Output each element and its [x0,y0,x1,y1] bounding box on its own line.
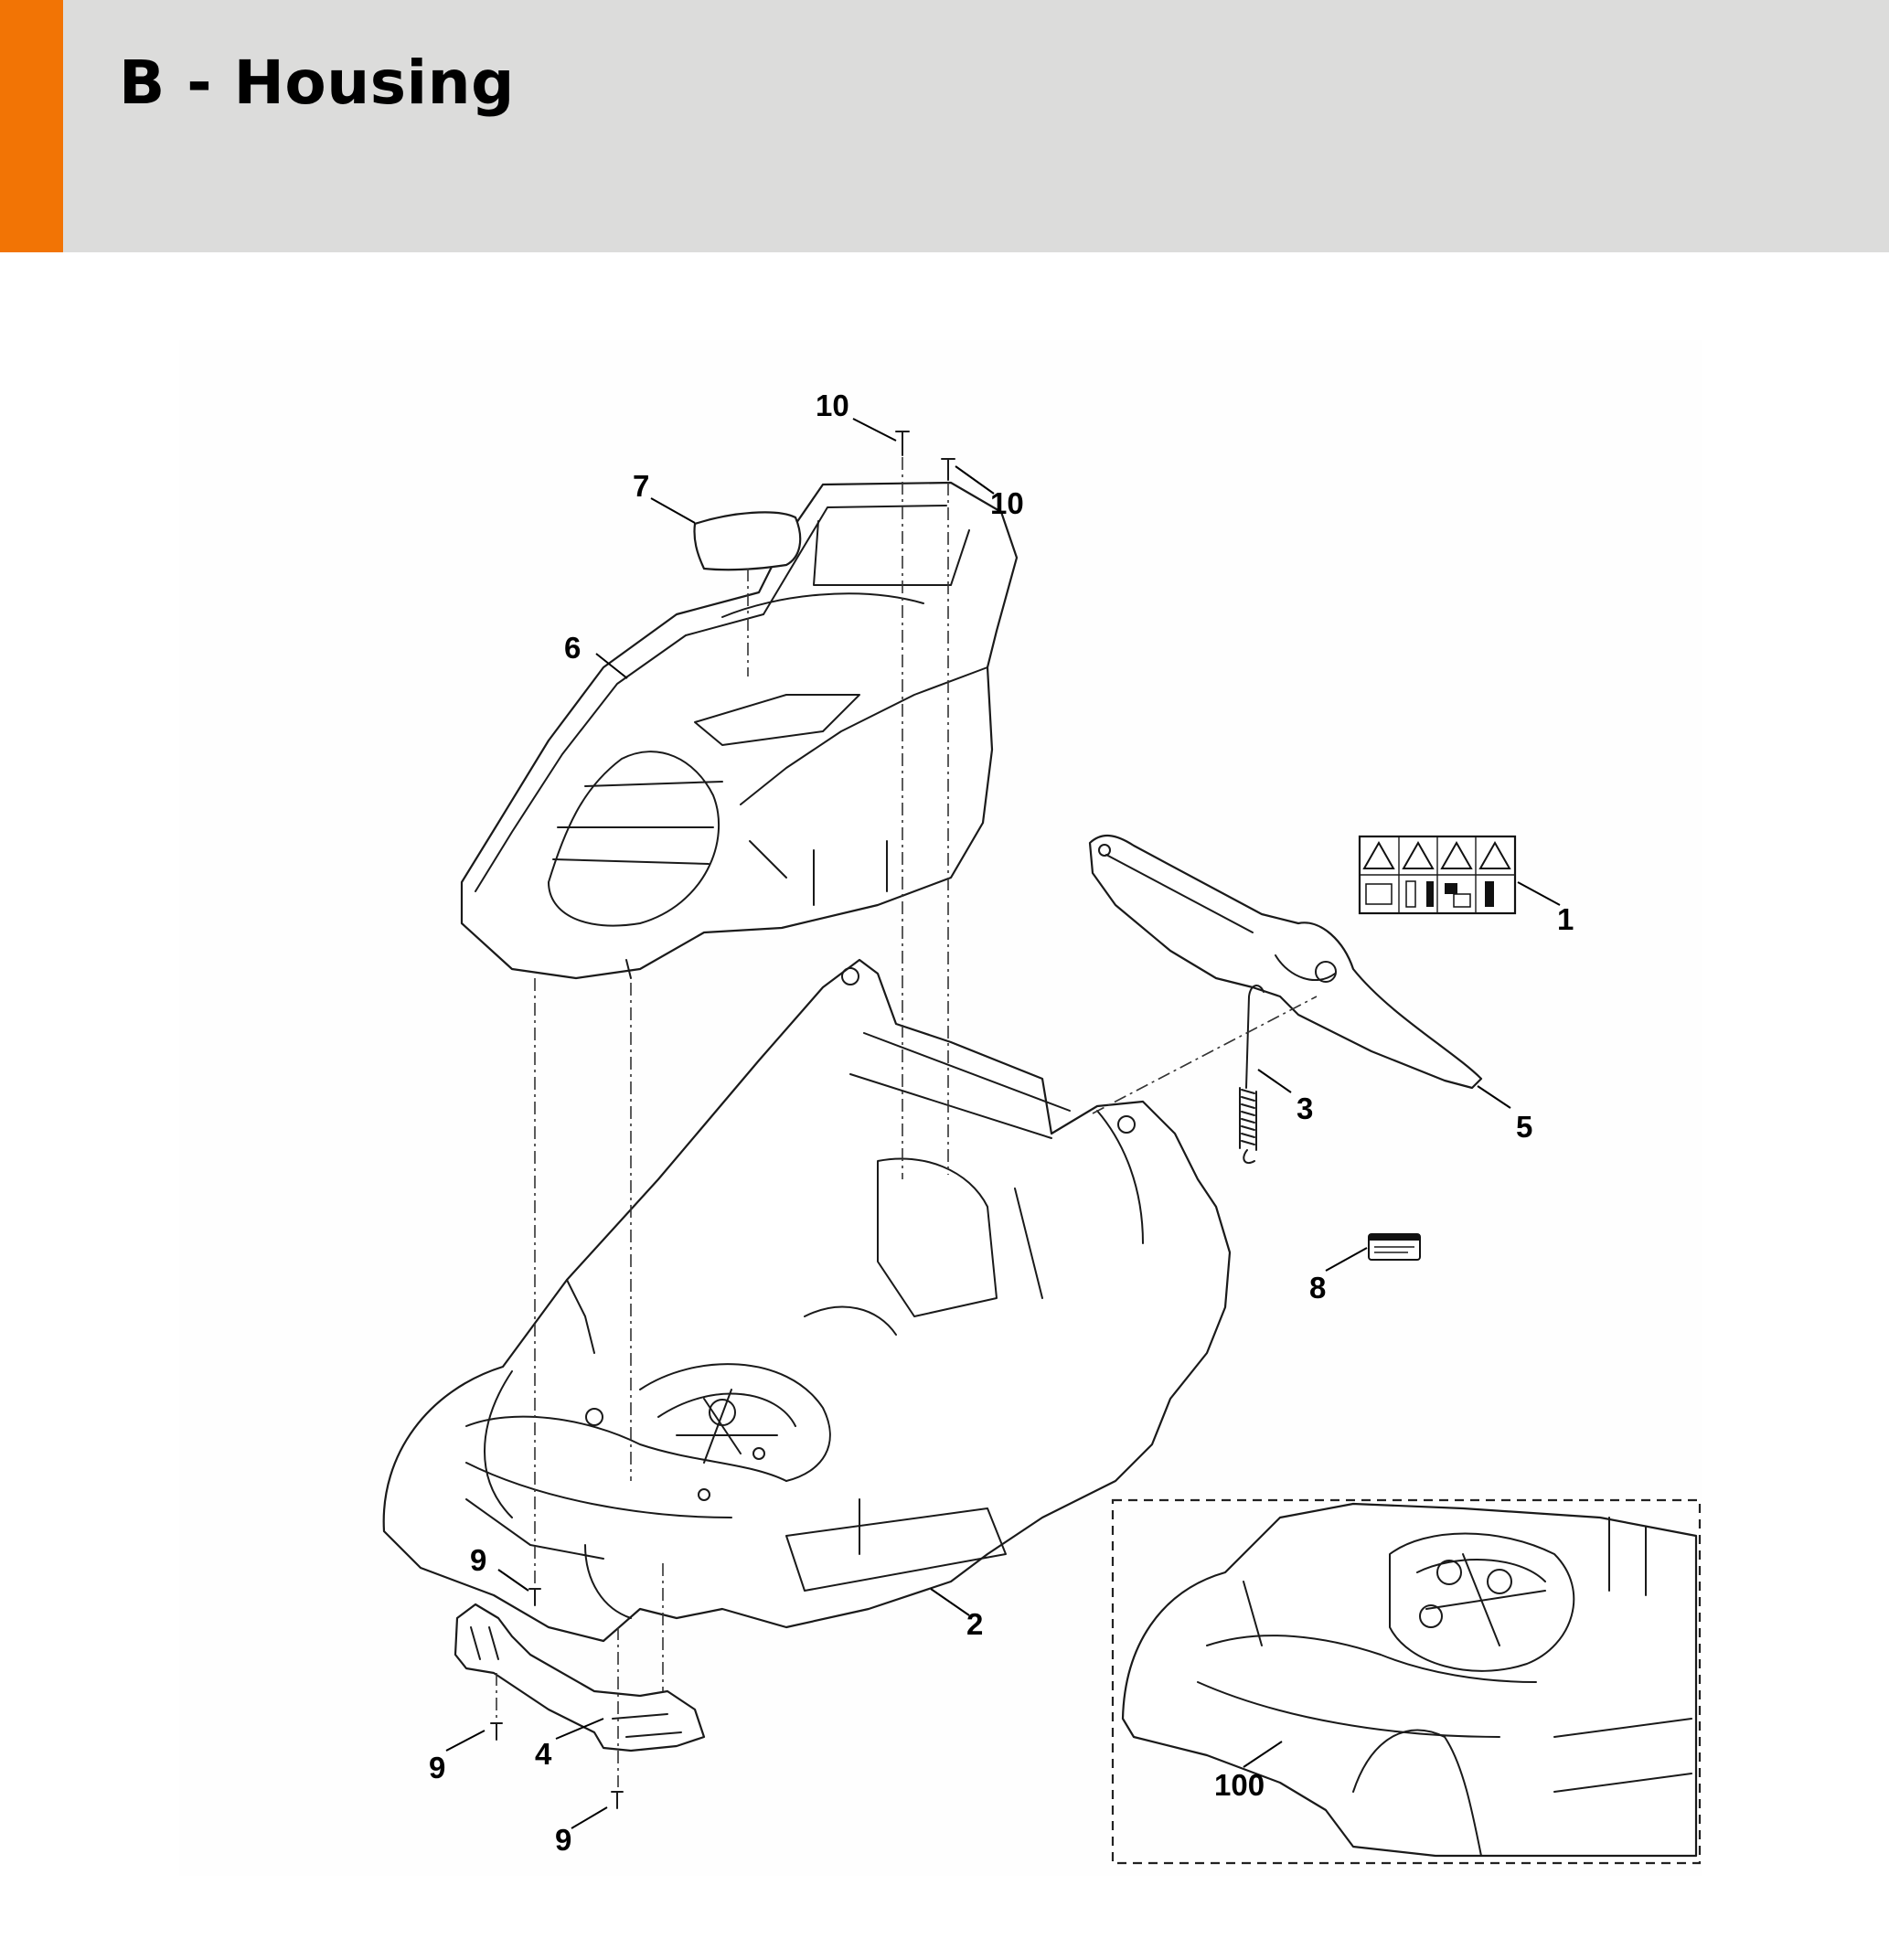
callout-4: 4 [535,1737,552,1771]
part-8-rating-label [1368,1233,1421,1261]
part-9-screws [490,1588,624,1809]
part-5-handle-lever [1088,835,1483,1090]
callout-10b: 10 [990,486,1024,520]
part-1-warning-label [1358,835,1517,915]
part-7-flap [693,511,802,571]
callout-1: 1 [1557,902,1574,936]
callout-5: 5 [1516,1110,1532,1144]
assembly-lines [496,457,1318,1787]
part-10-screws [895,431,955,481]
callout-9a: 9 [470,1543,486,1577]
part-2-main-deck [382,958,1232,1643]
callout-6: 6 [564,631,581,665]
callout-10a: 10 [816,389,849,422]
callout-100: 100 [1214,1768,1265,1802]
callout-leaders [445,418,1561,1829]
callout-3: 3 [1297,1092,1313,1125]
callout-8: 8 [1309,1271,1326,1305]
part-6-housing-cover [460,481,1019,980]
callout-7: 7 [633,469,649,503]
callout-9c: 9 [555,1823,571,1857]
header-accent-bar [0,0,63,252]
callout-2: 2 [966,1607,983,1641]
page-title: B - Housing [119,48,515,118]
callout-9b: 9 [429,1751,445,1784]
part-4-front-bracket [454,1603,706,1752]
part-3-spring [1239,985,1265,1165]
inset-detail-100 [1111,1498,1702,1865]
callout-labels: 10 10 7 6 1 3 5 8 9 2 9 4 9 100 [429,389,1574,1857]
page-header: B - Housing [0,0,1889,252]
